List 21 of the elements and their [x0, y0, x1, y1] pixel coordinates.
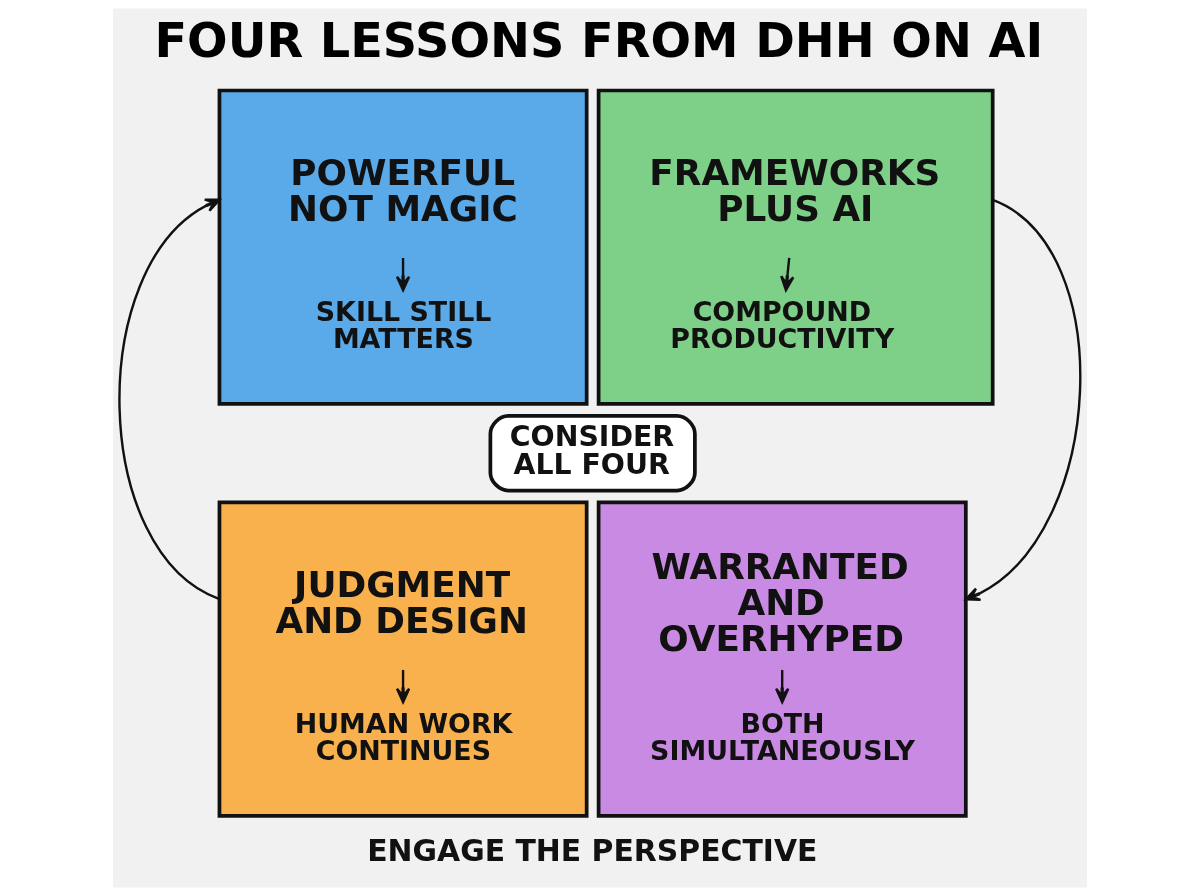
node-text: JUDGMENT AND DESIGN: [275, 563, 528, 641]
node-text: HUMAN WORK CONTINUES: [294, 707, 513, 766]
arrow: [774, 669, 790, 704]
arrow: [118, 198, 221, 601]
node-text: WARRANTED AND OVERHYPED: [651, 545, 909, 659]
caption: ENGAGE THE PERSPECTIVE: [367, 832, 818, 868]
arrow: [395, 669, 411, 704]
cluster: [596, 88, 995, 406]
cluster: [217, 88, 589, 406]
cluster: [596, 500, 968, 818]
node-text: BOTH SIMULTANEOUSLY: [650, 707, 915, 766]
node-text: FRAMEWORKS PLUS AI: [649, 151, 941, 229]
node-text: COMPOUND PRODUCTIVITY: [670, 295, 895, 354]
cluster: [217, 500, 589, 818]
arrow: [395, 258, 411, 292]
node-box: CONSIDER ALL FOUR: [488, 414, 697, 493]
diagram-title: FOUR LESSONS FROM DHH ON AI: [154, 13, 1044, 69]
arrow: [780, 257, 795, 292]
node-text: POWERFUL NOT MAGIC: [288, 151, 518, 229]
node-text: SKILL STILL MATTERS: [315, 295, 492, 354]
arrow: [964, 198, 1082, 601]
